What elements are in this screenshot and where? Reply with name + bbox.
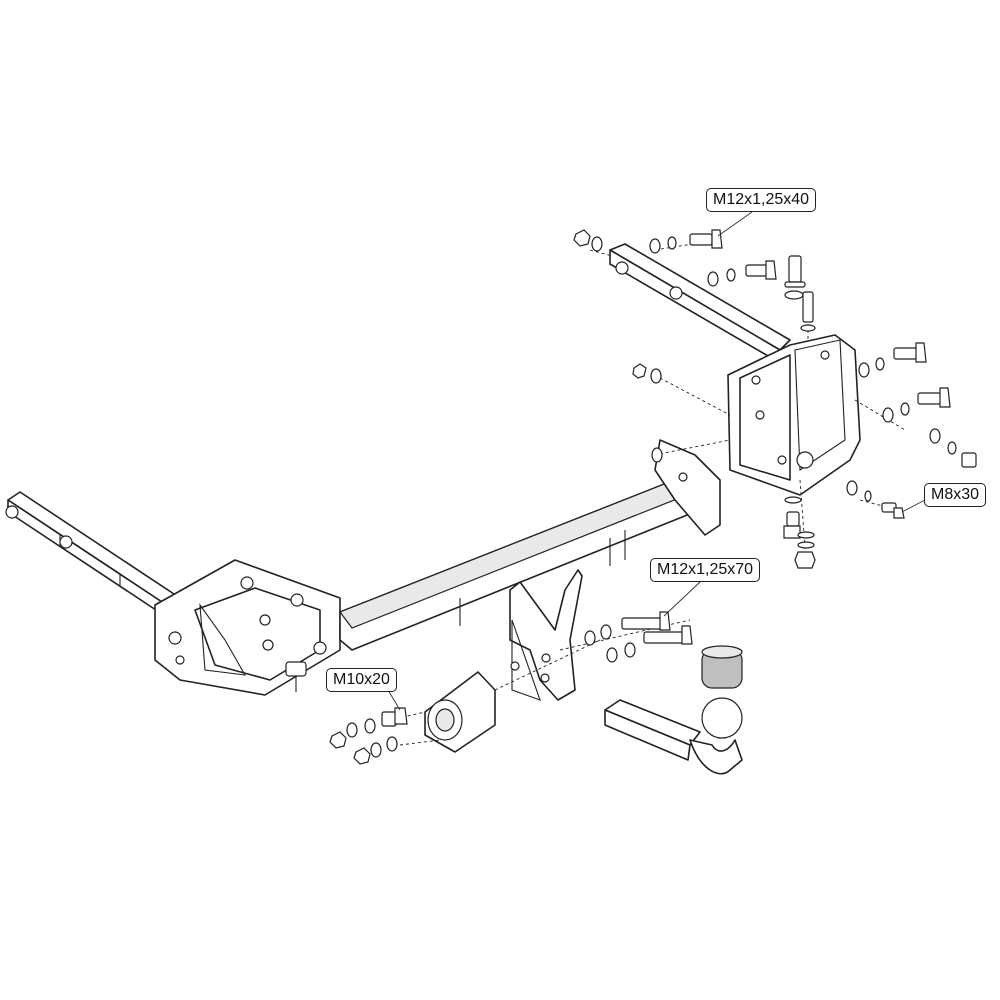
callout-bolt-m12x1-25x40: M12x1,25x40: [706, 188, 817, 212]
fasteners-left: [329, 707, 408, 765]
fasteners-lower-right: [783, 496, 816, 569]
callout-leaders: [387, 211, 926, 711]
right-mounting-arm: [609, 243, 791, 361]
left-mounting-arm: [5, 491, 181, 619]
fasteners-top: [573, 229, 816, 332]
right-bracket: [727, 334, 861, 496]
main-crossbeam: [339, 439, 721, 651]
callout-bolt-m12x1-25x70: M12x1,25x70: [650, 558, 761, 582]
callout-bolt-m8x30: M8x30: [924, 483, 987, 507]
left-bracket: [154, 559, 341, 696]
fasteners-right: [632, 342, 977, 519]
socket-holder: [424, 671, 496, 753]
towball-neck: [604, 645, 743, 775]
centre-socket-plate: [509, 569, 583, 701]
callout-bolt-m10x20: M10x20: [326, 668, 397, 692]
fasteners-centre: [584, 611, 693, 663]
